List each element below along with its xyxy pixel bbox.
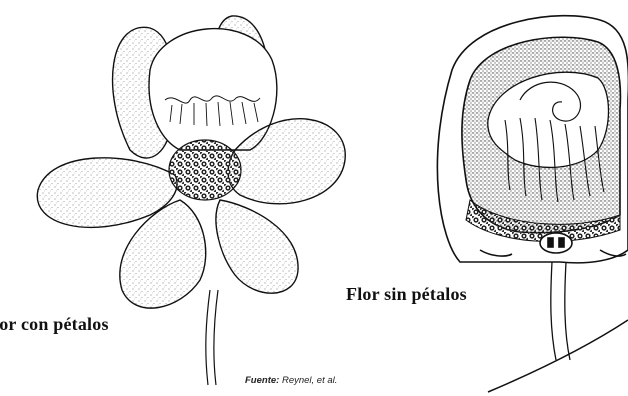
source-label: Fuente: <box>245 375 279 386</box>
caption-flower-without-petals: Flor sin pétalos <box>346 284 467 305</box>
pedicel <box>551 262 570 360</box>
source-text: Reynel, et al. <box>282 375 337 386</box>
flower-without-petals <box>437 16 628 392</box>
branch <box>488 320 628 392</box>
flower-stem <box>206 290 218 385</box>
source-credit: Fuente: Reynel, et al. <box>245 375 337 386</box>
lower-right-petal <box>216 200 298 293</box>
caption-flower-with-petals: lor con pétalos <box>0 314 109 335</box>
ovary <box>540 233 572 253</box>
stamen-cluster <box>169 140 241 200</box>
